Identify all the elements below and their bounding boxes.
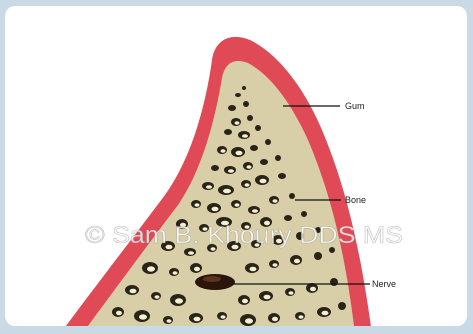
bone-pore-highlight — [130, 289, 137, 294]
diagram-panel: Gum Bone Nerve © Sam B. Khoury DDS MS — [5, 6, 467, 326]
bone-pore — [242, 86, 246, 90]
bone-pore-highlight — [242, 134, 248, 138]
bone-pore-highlight — [236, 151, 243, 156]
bone-pore — [278, 173, 286, 179]
bone-pore — [228, 105, 236, 111]
bone-pore-highlight — [206, 185, 212, 189]
bone-pore — [330, 278, 338, 286]
bone-pore-highlight — [250, 267, 257, 272]
bone-pore-highlight — [245, 318, 253, 323]
bone-pore-highlight — [223, 189, 231, 194]
bone-pore-highlight — [173, 271, 178, 275]
bone-pore-highlight — [247, 165, 252, 169]
bone-pore — [260, 159, 268, 165]
bone-pore-highlight — [195, 203, 200, 207]
bone-pore-highlight — [116, 311, 122, 316]
bone-pore — [275, 155, 281, 161]
bone-pore — [224, 129, 232, 135]
bone-pore-highlight — [147, 266, 155, 271]
bone-pore — [243, 101, 249, 107]
nerve-label: Nerve — [372, 279, 396, 289]
bone-pore-highlight — [299, 315, 304, 319]
bone-pore-highlight — [260, 179, 267, 184]
bone-pore — [250, 145, 258, 151]
bone-label: Bone — [345, 195, 366, 205]
bone-pore-highlight — [235, 121, 240, 125]
bone-pore-highlight — [289, 291, 294, 295]
bone-pore-highlight — [228, 169, 234, 173]
bone-pore-highlight — [221, 149, 226, 153]
bone-pore — [289, 193, 295, 199]
bone-pore-highlight — [235, 203, 240, 207]
bone-cross-section-diagram: Gum Bone Nerve © Sam B. Khoury DDS MS — [5, 6, 467, 326]
bone-pore-highlight — [252, 209, 258, 213]
bone-pore-highlight — [322, 311, 329, 316]
bone-pore-highlight — [188, 251, 194, 255]
bone-pore-highlight — [167, 319, 172, 323]
bone-pore-highlight — [310, 287, 316, 292]
bone-pore — [284, 215, 292, 221]
bone-pore-highlight — [212, 207, 219, 212]
bone-pore-highlight — [242, 299, 248, 304]
nerve-highlight — [203, 276, 221, 282]
bone-pore — [211, 165, 219, 171]
bone-pore-highlight — [194, 267, 200, 272]
bone-pore-highlight — [139, 314, 147, 319]
bone-pore-highlight — [194, 317, 201, 322]
bone-pore-highlight — [273, 199, 278, 203]
bone-pore — [247, 115, 253, 121]
bone-pore-highlight — [245, 183, 250, 187]
bone-pore-highlight — [294, 259, 300, 264]
bone-pore — [314, 252, 322, 260]
bone-pore-highlight — [175, 298, 183, 303]
gum-label: Gum — [345, 101, 365, 111]
bone-pore — [301, 211, 307, 217]
copyright-watermark: © Sam B. Khoury DDS MS — [85, 222, 403, 249]
bone-pore-highlight — [221, 315, 226, 319]
bone-pore — [265, 139, 271, 145]
bone-pore — [338, 302, 346, 310]
bone-pore — [255, 125, 261, 131]
bone-pore-highlight — [155, 295, 160, 299]
bone-pore-highlight — [273, 263, 278, 267]
bone-pore — [235, 93, 241, 97]
bone-pore-highlight — [264, 295, 271, 300]
bone-pore-highlight — [272, 317, 278, 322]
